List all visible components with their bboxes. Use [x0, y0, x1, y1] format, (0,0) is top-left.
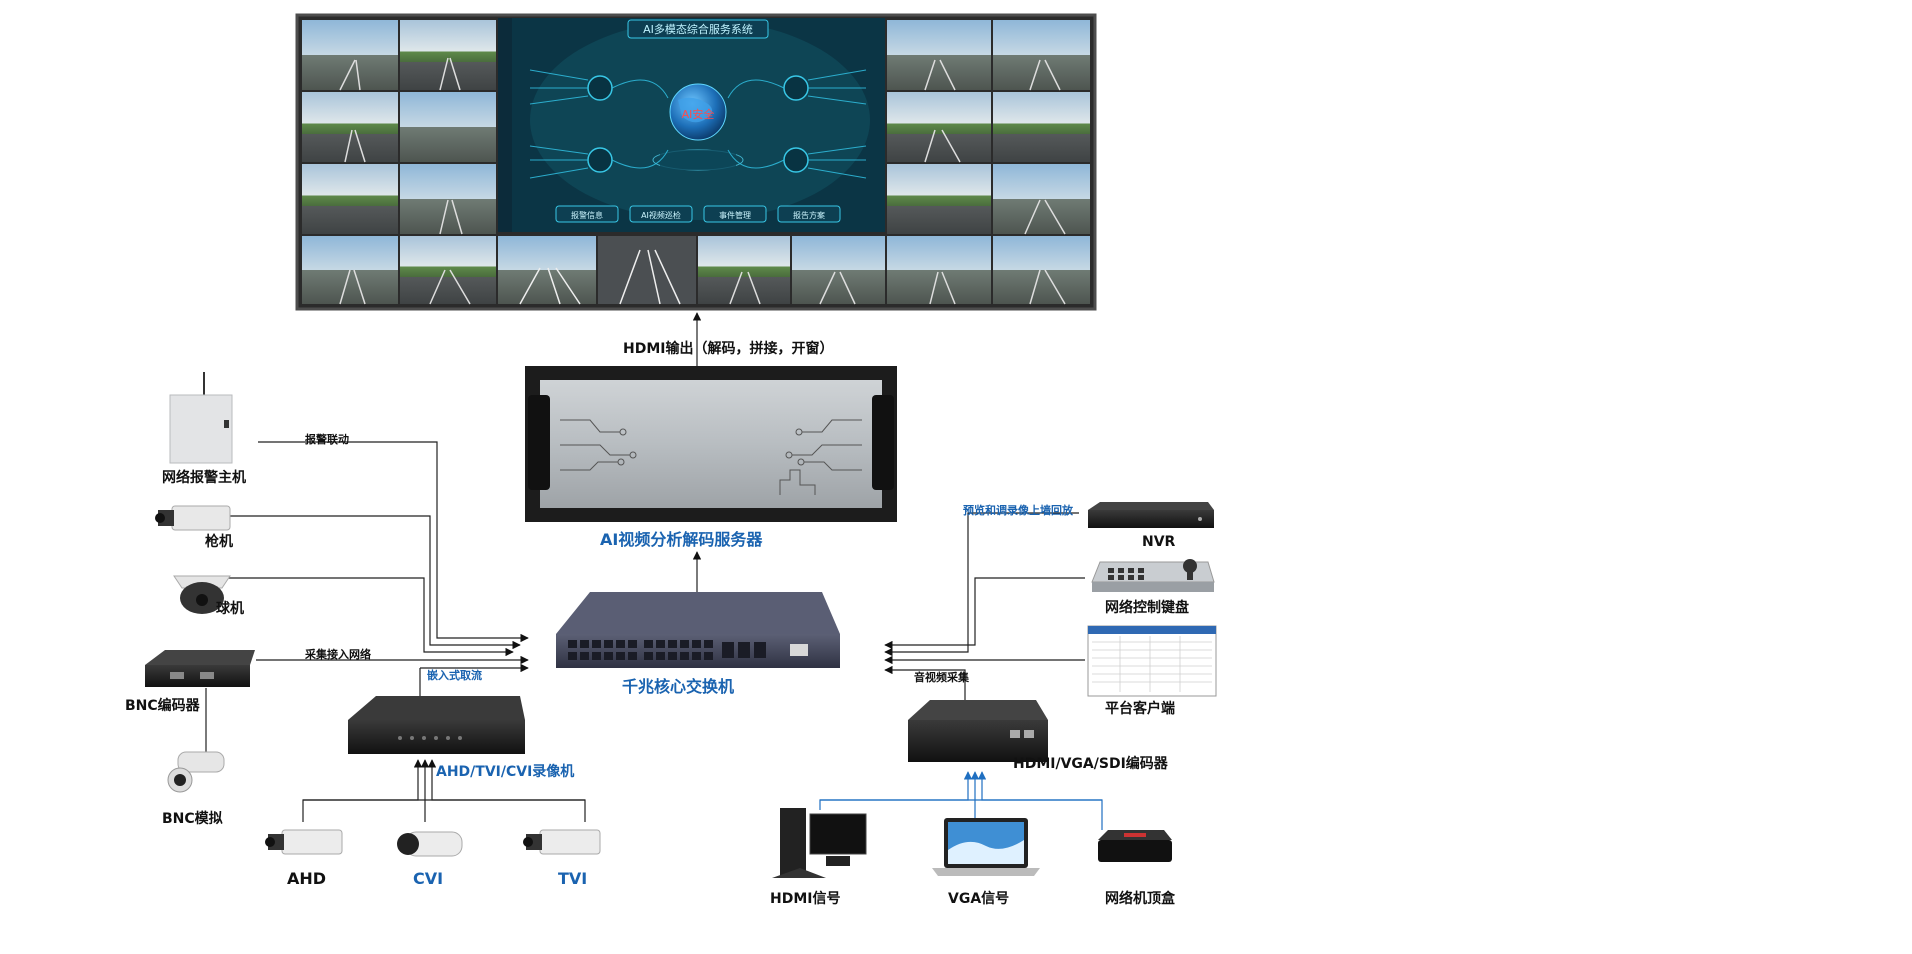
- connection-lines: [205, 312, 1085, 822]
- dome-camera-label: 球机: [216, 601, 244, 617]
- cvi-label: CVI: [413, 869, 444, 888]
- bnc-analog-camera-icon: [167, 751, 225, 793]
- gun-camera-icon: [155, 505, 231, 531]
- menu-button: [555, 205, 619, 223]
- menu-button: [777, 205, 841, 223]
- network-keyboard-icon: [1091, 559, 1215, 592]
- bottom-camera-tiles: [498, 236, 885, 305]
- node-icon: [587, 75, 613, 101]
- dashboard-title: AI多模态综合服务系统: [643, 22, 753, 36]
- hdmi-output-label: HDMI输出（解码，拼接，开窗）: [623, 341, 834, 357]
- dvr-label: AHD/TVI/CVI录像机: [436, 764, 575, 780]
- core-switch-label: 千兆核心交换机: [622, 677, 735, 696]
- collect-network-label: 采集接入网络: [305, 648, 371, 661]
- node-icon: [783, 75, 809, 101]
- globe-label: AI安全: [682, 107, 715, 121]
- desktop-pc-icon: [772, 808, 867, 878]
- av-capture-label: 音视频采集: [914, 671, 969, 684]
- node-icon: [783, 147, 809, 173]
- ahd-camera-icon: [265, 829, 343, 855]
- alarm-link-label: 报警联动: [305, 433, 349, 446]
- menu-button: [703, 205, 767, 223]
- hdmi-encoder-icon: [908, 700, 1048, 762]
- tvi-label: TVI: [558, 869, 588, 888]
- hdmi-encoder-label: HDMI/VGA/SDI编码器: [1013, 756, 1168, 772]
- right-camera-tiles: [887, 20, 1090, 305]
- dashboard-screen: AI多模态综合服务系统 AI安全: [498, 18, 885, 232]
- hdmi-signal-label: HDMI信号: [770, 891, 841, 907]
- set-top-box-icon: [1098, 830, 1172, 862]
- bnc-encoder-label: BNC编码器: [125, 698, 200, 714]
- alarm-host-label: 网络报警主机: [162, 470, 246, 486]
- preview-playback-label: 预览和调录像上墙回放: [963, 504, 1073, 517]
- bnc-encoder-icon: [145, 650, 255, 687]
- tvi-camera-icon: [523, 829, 601, 855]
- dvr-device-icon: [348, 696, 525, 754]
- platform-client-icon: [1087, 625, 1217, 697]
- platform-client-label: 平台客户端: [1105, 701, 1175, 717]
- menu-label: 事件管理: [719, 210, 751, 220]
- dome-camera-icon: [173, 575, 231, 614]
- network-keyboard-label: 网络控制键盘: [1105, 600, 1189, 616]
- core-switch-device: [556, 592, 840, 668]
- menu-label: 报警信息: [571, 210, 603, 220]
- nvr-label: NVR: [1142, 534, 1176, 550]
- left-camera-tiles: [302, 20, 496, 305]
- dashboard-menu: 报警信息 AI视频巡检 事件管理 报告方案: [555, 205, 841, 223]
- ai-server-label: AI视频分析解码服务器: [600, 530, 763, 549]
- video-wall: AI多模态综合服务系统 AI安全: [295, 13, 1097, 311]
- ai-server-device: [525, 366, 897, 522]
- bnc-analog-label: BNC模拟: [162, 811, 223, 827]
- menu-button: [629, 205, 693, 223]
- menu-label: AI视频巡检: [641, 210, 681, 220]
- ahd-label: AHD: [287, 869, 327, 888]
- laptop-icon: [932, 818, 1040, 876]
- embedded-stream-label: 嵌入式取流: [427, 669, 482, 682]
- alarm-host-icon: [169, 372, 233, 464]
- gun-camera-label: 枪机: [205, 534, 233, 550]
- node-icon: [587, 147, 613, 173]
- menu-label: 报告方案: [793, 210, 825, 220]
- cvi-camera-icon: [397, 831, 463, 857]
- vga-signal-label: VGA信号: [948, 891, 1010, 907]
- nvr-device-icon: [1088, 502, 1214, 528]
- set-top-box-label: 网络机顶盒: [1105, 891, 1175, 907]
